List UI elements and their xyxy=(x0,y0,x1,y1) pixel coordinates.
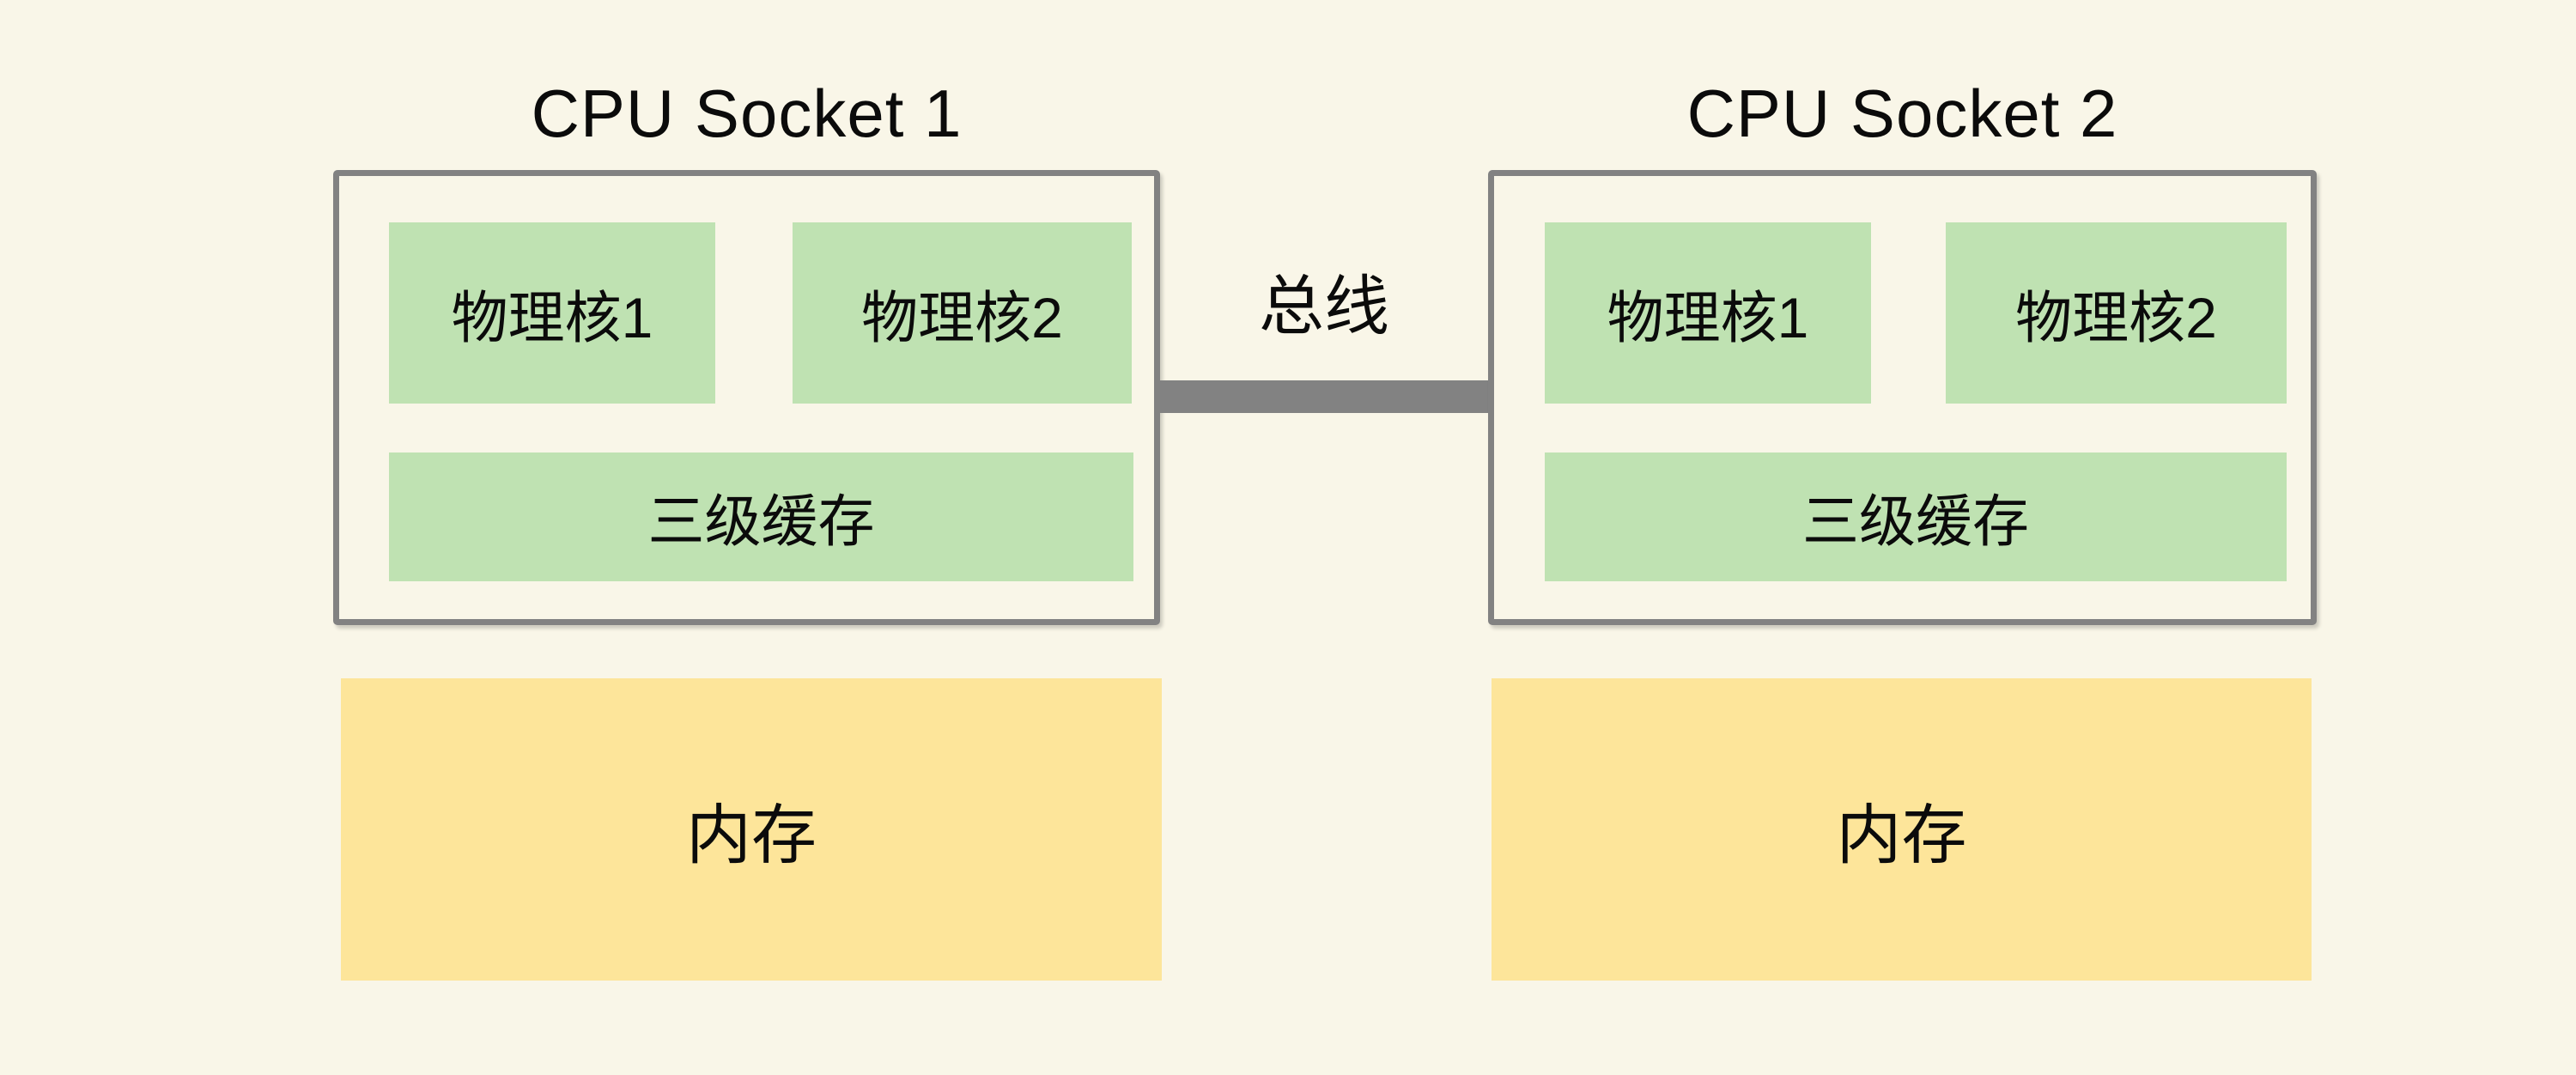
socket-2-box: 物理核1 物理核2 三级缓存 xyxy=(1488,170,2317,625)
socket-1-box: 物理核1 物理核2 三级缓存 xyxy=(333,170,1160,625)
socket-2-memory-box: 内存 xyxy=(1492,678,2312,981)
socket-2-core-1-box: 物理核1 xyxy=(1545,222,1871,404)
socket-1-l3-cache-box: 三级缓存 xyxy=(389,452,1133,581)
socket-2-title: CPU Socket 2 xyxy=(1686,75,2118,151)
socket-2-l3-cache-box: 三级缓存 xyxy=(1545,452,2287,581)
bus-label: 总线 xyxy=(1259,270,1389,343)
socket-2-core-2-box: 物理核2 xyxy=(1946,222,2287,404)
socket-1-core-2-box: 物理核2 xyxy=(793,222,1132,404)
socket-1-core-1-box: 物理核1 xyxy=(389,222,715,404)
bus-connector-bar xyxy=(1160,380,1488,413)
socket-1-title: CPU Socket 1 xyxy=(531,75,963,151)
socket-1-memory-box: 内存 xyxy=(341,678,1162,981)
